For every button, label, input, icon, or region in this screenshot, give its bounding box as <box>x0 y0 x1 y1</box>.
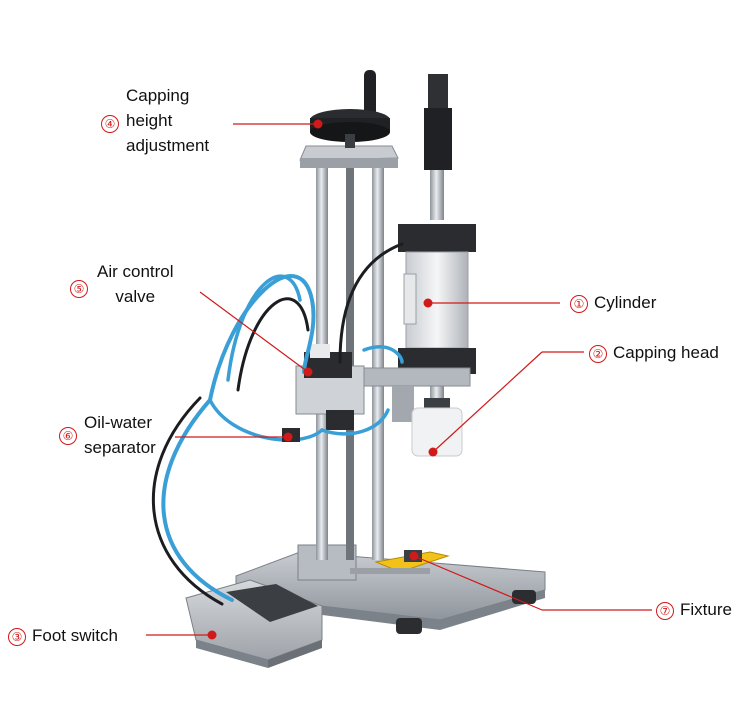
top-plate <box>299 145 399 168</box>
callout-dot-height <box>313 119 323 129</box>
callout-dot-cylinder <box>423 298 433 308</box>
callout-line-valve <box>199 291 309 373</box>
carriage-arm <box>361 367 471 422</box>
callout-dot-capping-head <box>428 447 438 457</box>
callout-dot-foot-switch <box>207 630 217 640</box>
foot-pedal <box>185 579 323 668</box>
label-line: Capping <box>126 86 190 105</box>
label-text: Cylinder <box>594 293 657 312</box>
valve-block <box>295 344 365 430</box>
label-number-valve: ⑤ <box>70 280 88 298</box>
label-foot-switch: ③ Foot switch <box>8 624 118 648</box>
callout-line-capping-head <box>432 351 543 453</box>
label-number-cylinder: ① <box>570 294 588 313</box>
label-text: Capping head <box>613 343 719 362</box>
label-cylinder: ① Cylinder <box>570 291 656 315</box>
base-foot <box>396 618 422 634</box>
label-line: Oil-water <box>84 413 153 432</box>
label-line: adjustment <box>126 136 210 155</box>
cylinder-assembly <box>398 74 476 414</box>
air-tubes <box>151 242 404 606</box>
label-number-foot-switch: ③ <box>8 627 26 646</box>
label-line: Air control <box>97 262 174 281</box>
callout-dot-fixture <box>409 551 419 561</box>
callout-dot-valve <box>303 367 313 377</box>
label-height-adjustment: Capping height adjustment <box>126 83 209 158</box>
label-number-fixture: ⑦ <box>656 601 674 620</box>
label-line: height <box>126 111 173 130</box>
capping-head-part <box>411 398 463 457</box>
label-air-valve: Air control valve <box>97 259 174 309</box>
label-capping-head: ② Capping head <box>589 341 719 365</box>
label-text: Fixture <box>680 600 732 619</box>
callouts <box>146 119 652 640</box>
label-number-separator: ⑥ <box>59 427 77 445</box>
label-number-height: ④ <box>101 115 119 133</box>
label-text: Foot switch <box>32 626 118 645</box>
label-separator: Oil-water separator <box>84 410 156 460</box>
handwheel <box>310 70 390 148</box>
callout-line-fixture <box>413 555 543 611</box>
label-number-capping-head: ② <box>589 344 607 363</box>
label-fixture: ⑦ Fixture <box>656 598 732 622</box>
callout-dot-separator <box>283 432 293 442</box>
label-line: valve <box>115 287 156 306</box>
label-line: separator <box>84 438 156 457</box>
